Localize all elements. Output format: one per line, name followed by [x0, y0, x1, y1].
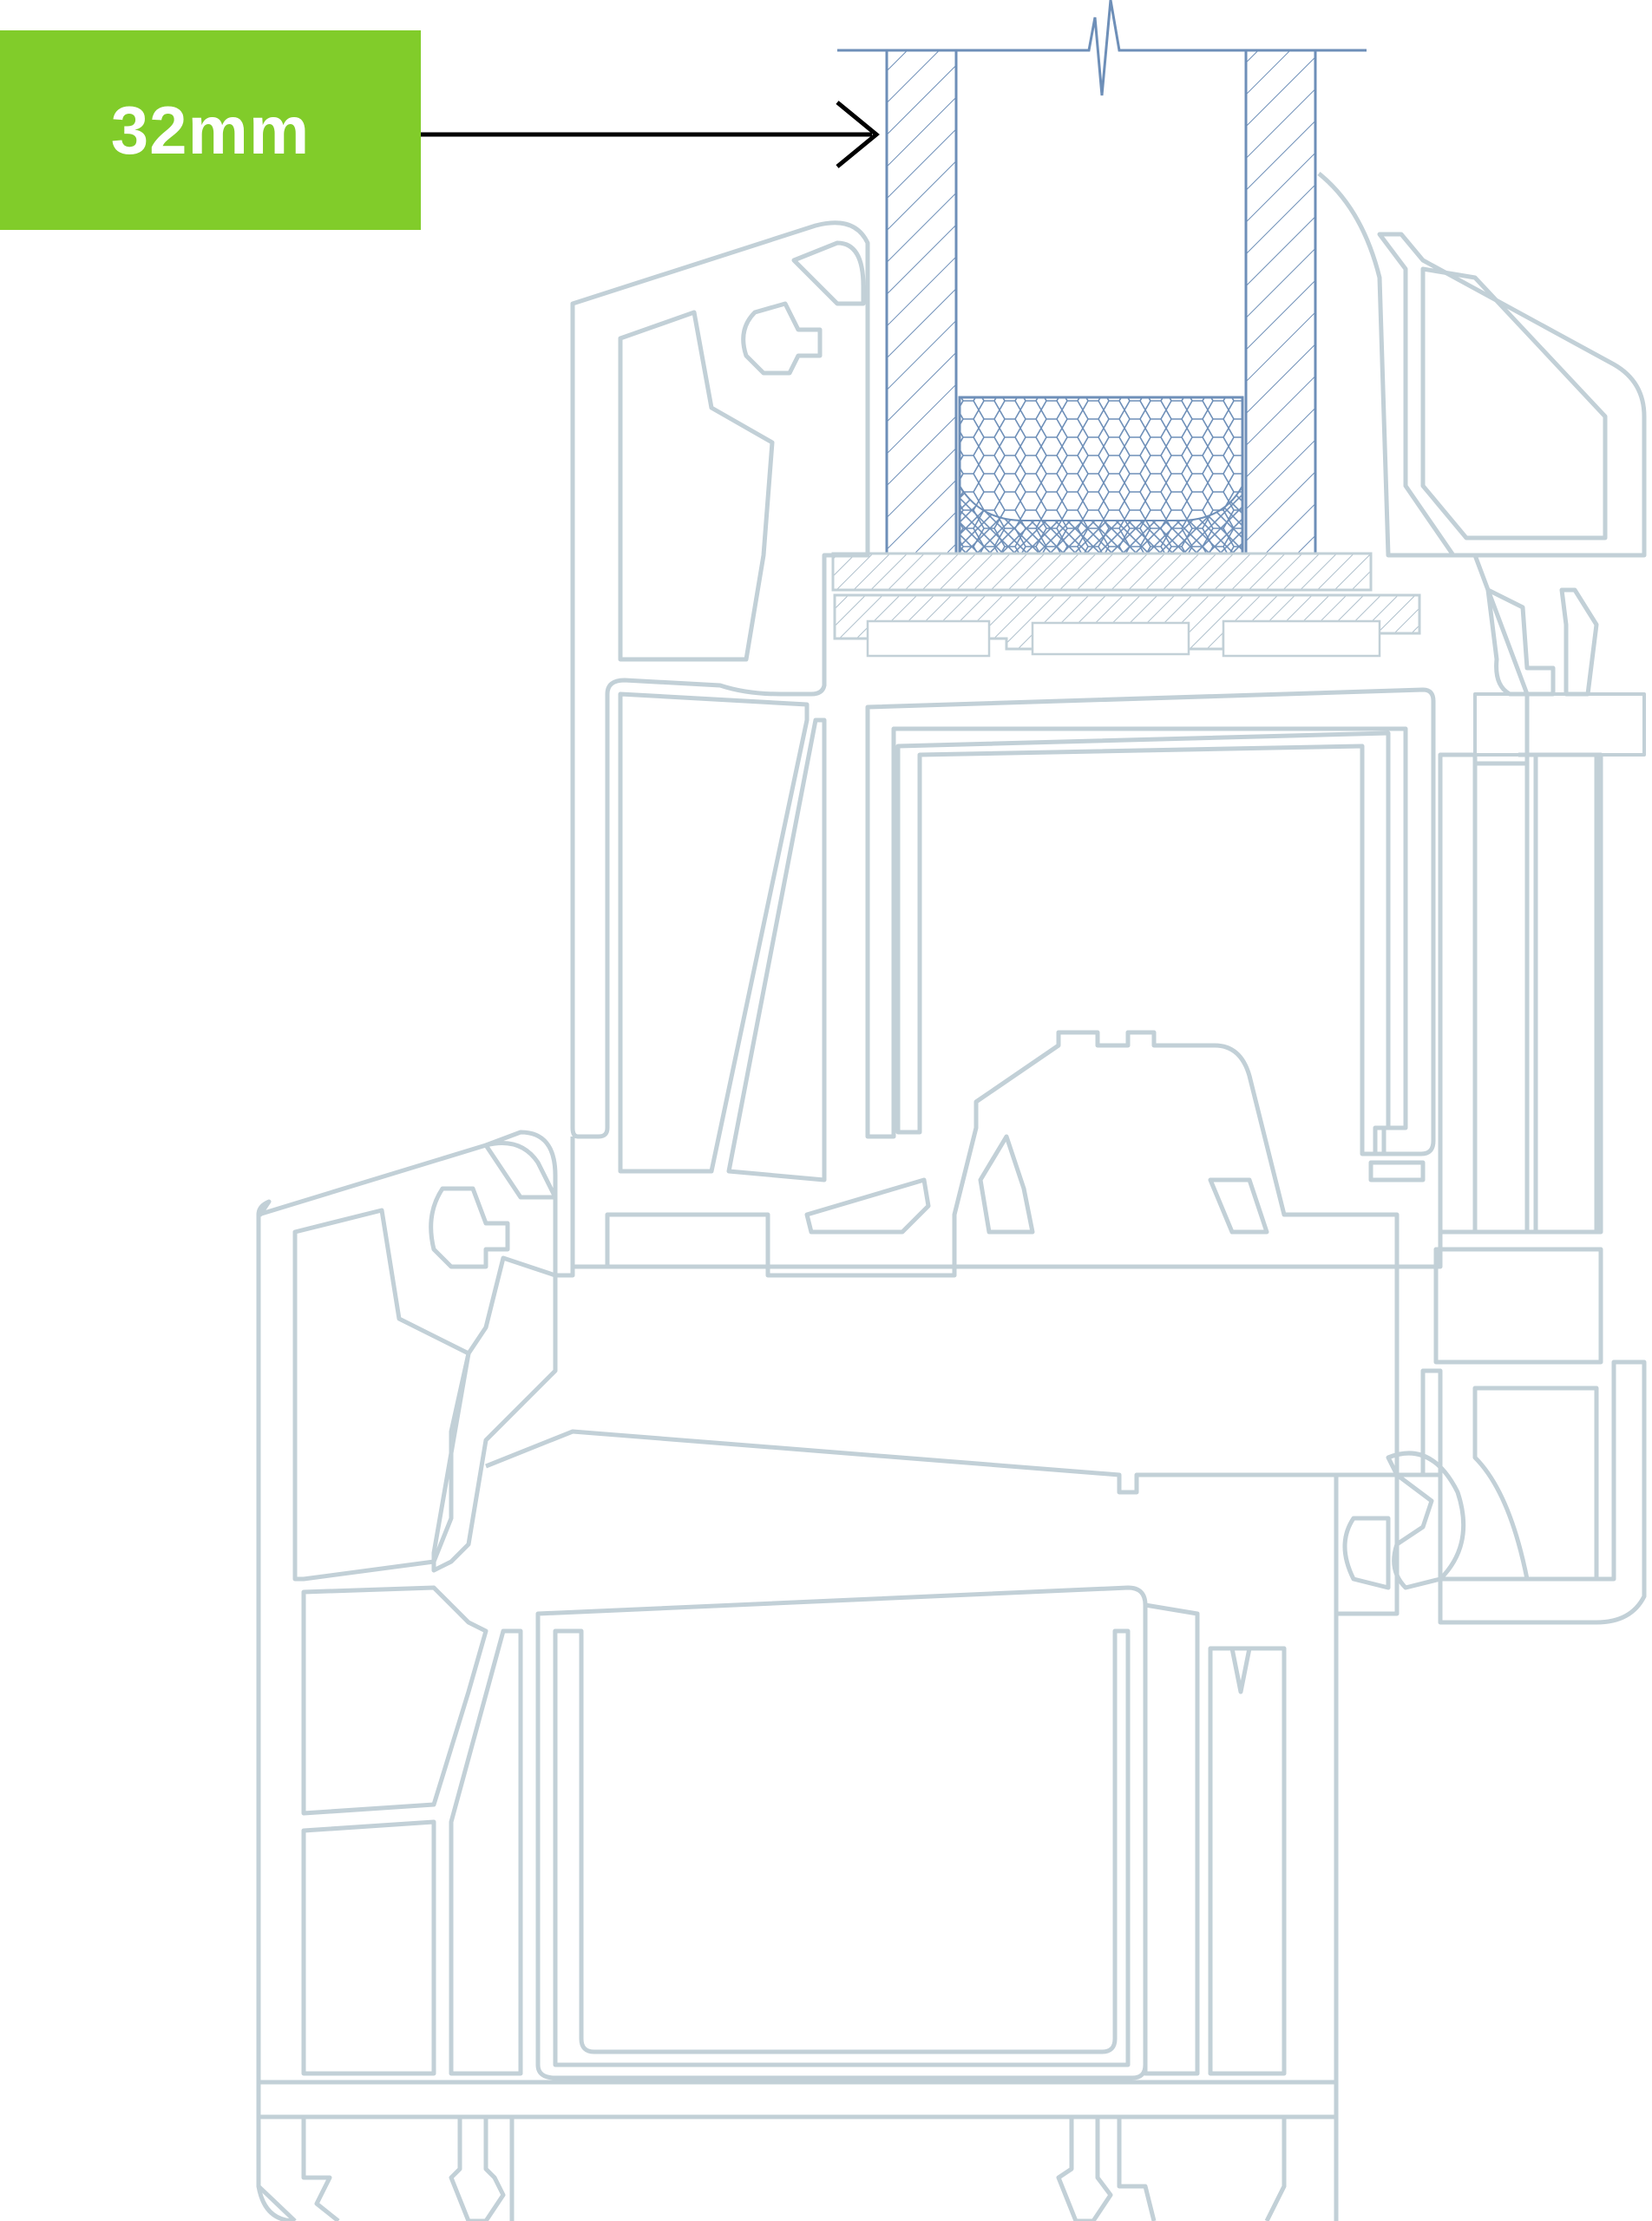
frame-profile	[256, 1130, 1647, 2221]
dimension-label-text: 32mm	[110, 91, 311, 168]
dimension-label: 32mm	[0, 30, 421, 230]
break-line	[837, 0, 1367, 96]
glass-unit	[837, 0, 1367, 555]
glass-pane-inner	[1244, 49, 1317, 555]
dimension-arrow	[421, 101, 880, 168]
glass-pane-outer	[885, 49, 958, 555]
sash-profile	[570, 172, 1647, 1365]
sealant	[959, 482, 1243, 554]
glazing-packers	[831, 552, 1421, 658]
